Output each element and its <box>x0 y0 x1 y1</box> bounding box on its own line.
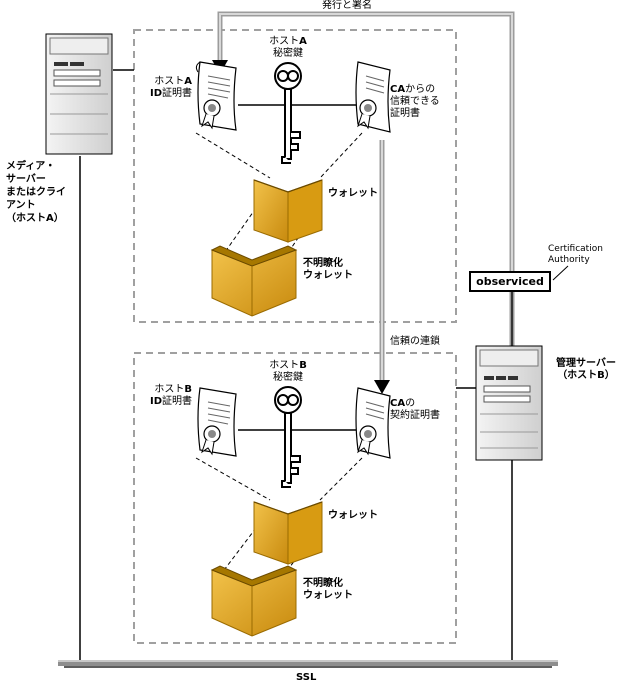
host-b-wallet-icon <box>253 501 323 565</box>
host-b-id-certificate-icon <box>197 387 237 457</box>
host-b-ca-contract-certificate-icon <box>355 387 391 459</box>
ca-callout-line <box>552 265 569 281</box>
host-a-ca-trusted-certificate-icon <box>355 61 391 133</box>
ssl-label: SSL <box>296 672 317 683</box>
host-b-obfuscated-wallet-icon <box>210 565 298 637</box>
host-b-ca-cert-label: CAの 契約証明書 <box>390 398 440 421</box>
host-b-server-label: 管理サーバー （ホストB） <box>556 358 616 381</box>
host-a-obfuscated-wallet-icon <box>210 245 298 317</box>
media-server-icon <box>45 33 113 155</box>
certification-authority-box: observiced <box>469 271 551 292</box>
host-b-group-box <box>133 352 457 644</box>
host-a-obfuscated-wallet-label: 不明瞭化 ウォレット <box>303 258 353 281</box>
host-b-private-key-icon <box>274 386 302 488</box>
host-a-id-certificate-icon <box>195 61 237 131</box>
issue-sign-label: 発行と署名 <box>322 0 372 11</box>
chain-of-trust-arrow <box>374 140 390 394</box>
host-b-id-cert-label: ホストB ID証明書 <box>149 384 192 407</box>
chain-of-trust-label: 信頼の連鎖 <box>390 336 440 347</box>
host-a-wallet-icon <box>253 179 323 243</box>
host-a-private-key-icon <box>274 62 302 164</box>
host-a-wallet-label: ウォレット <box>328 188 378 199</box>
host-b-obfuscated-wallet-label: 不明瞭化 ウォレット <box>303 578 353 601</box>
host-a-ca-cert-label: CAからの 信頼できる 証明書 <box>390 84 440 119</box>
host-a-key-label: ホストA 秘密鍵 <box>269 36 307 59</box>
host-b-wallet-label: ウォレット <box>328 510 378 521</box>
certification-authority-caption: Certification Authority <box>548 244 603 265</box>
host-a-group-box <box>133 29 457 323</box>
host-a-id-cert-label: ホストA ID証明書 <box>149 76 192 99</box>
ssl-network-bar <box>58 660 558 668</box>
management-server-icon <box>475 345 543 461</box>
host-a-server-label: メディア・ サーバー またはクライ アント （ホストA） <box>6 161 66 224</box>
host-b-key-label: ホストB 秘密鍵 <box>269 360 307 383</box>
